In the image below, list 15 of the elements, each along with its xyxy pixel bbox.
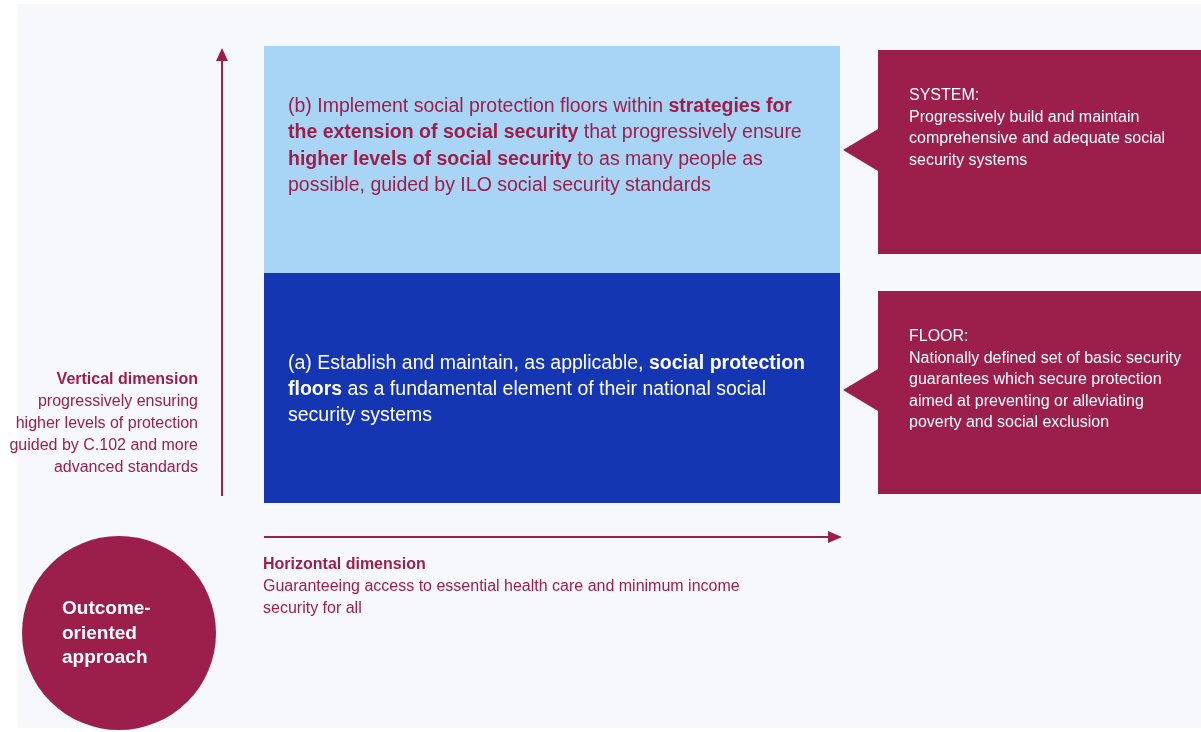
box-text: (b) Implement social protection floors within strategies for the extension of social security that progressively ensure higher levels of social security to as many people as possible, guided by ILO social security standards bbox=[288, 93, 803, 197]
axis-title: Vertical dimension bbox=[55, 369, 198, 389]
text-box bbox=[264, 273, 840, 503]
text-box bbox=[264, 46, 840, 273]
callout-box bbox=[843, 291, 1201, 494]
axis-description: Guaranteeing access to essential health care and minimum income security for all bbox=[263, 576, 741, 619]
axis-description: progressively ensuring higher levels of protection guided by C.102 and more advanced standards bbox=[8, 391, 198, 478]
callout-heading: FLOOR: bbox=[909, 326, 970, 346]
box-text: (a) Establish and maintain, as applicable, social protection floors as a fundamental element of their national social security systems bbox=[288, 349, 806, 428]
axis-title: Horizontal dimension bbox=[263, 554, 427, 574]
callout-text: Nationally defined set of basic security guarantees which secure protection aimed at preventing or alleviating poverty and social exclusion bbox=[909, 347, 1183, 433]
callout-text: Progressively build and maintain comprehensive and adequate social security systems bbox=[909, 106, 1167, 170]
callout-heading: SYSTEM: bbox=[909, 85, 981, 105]
callout-box bbox=[843, 50, 1201, 254]
circle-text: Outcome-oriented approach bbox=[62, 595, 152, 670]
